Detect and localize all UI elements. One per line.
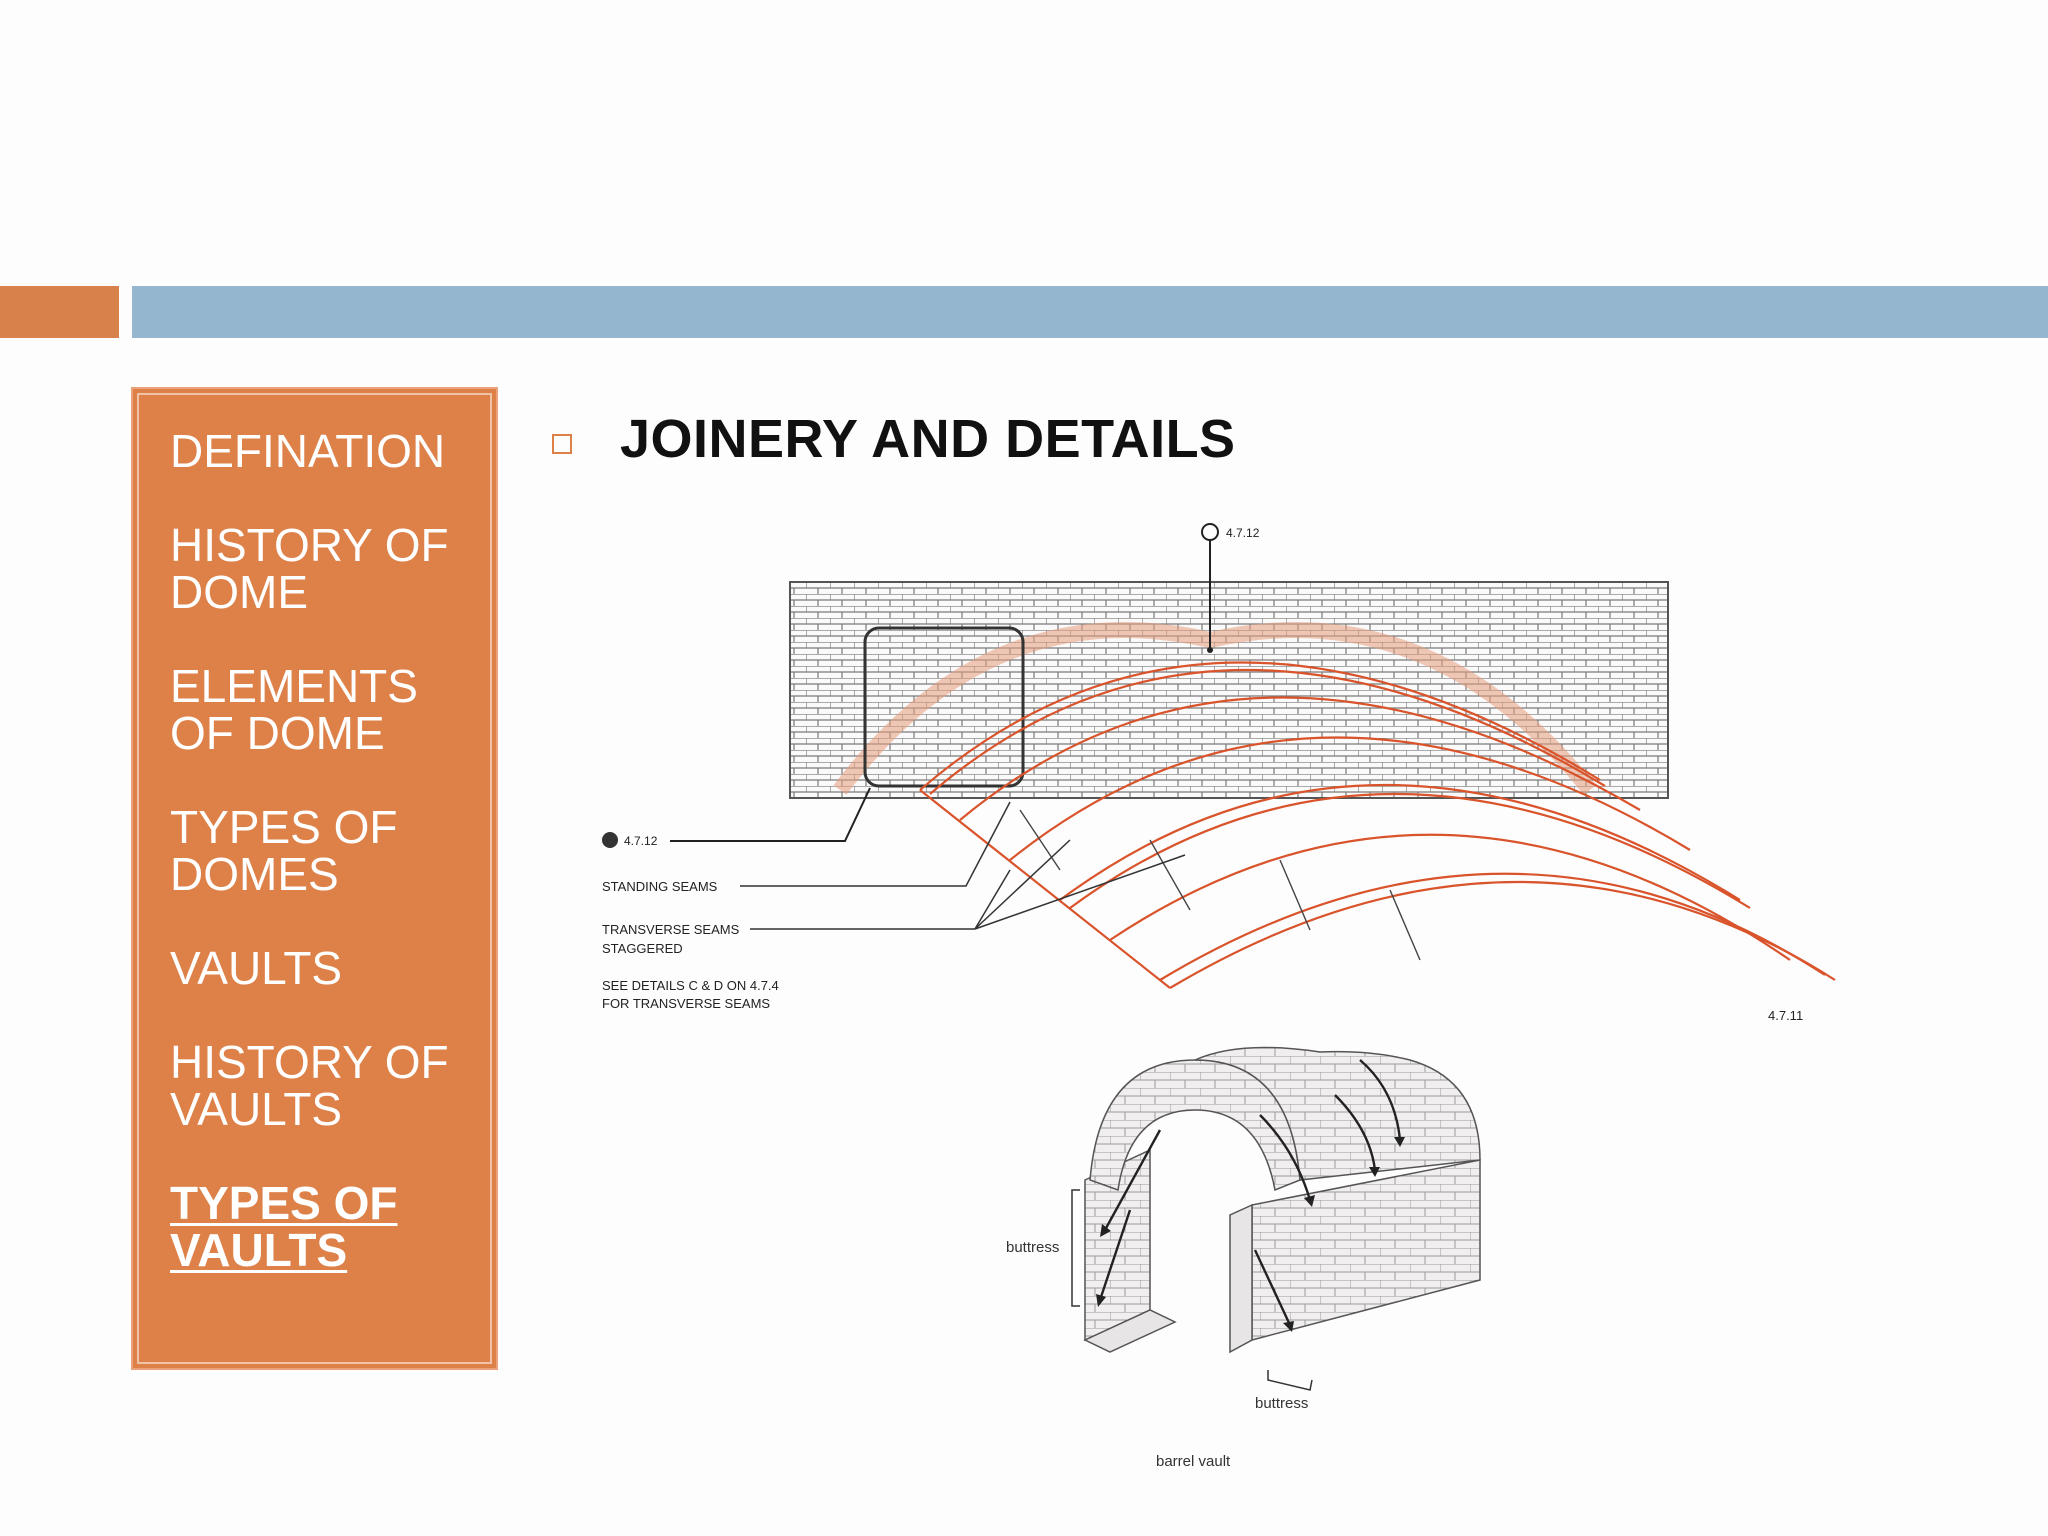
- sidebar-nav: DEFINATION HISTORY OF DOME ELEMENTS OF D…: [131, 387, 498, 1370]
- nav-item-types-of-domes[interactable]: TYPES OF DOMES: [170, 801, 398, 900]
- header-accent-blue: [132, 286, 2048, 338]
- label-buttress-left: buttress: [1006, 1239, 1059, 1256]
- joinery-arch-drawing: 4.7.12 4.7.12 STANDING SEAMS TRANSVERSE …: [602, 523, 1836, 1023]
- caption-barrel-vault: barrel vault: [1156, 1453, 1231, 1470]
- label-see-details: SEE DETAILS C & D ON 4.7.4: [602, 978, 779, 993]
- nav-item-history-of-dome[interactable]: HISTORY OF DOME: [170, 519, 449, 618]
- nav-item-history-of-vaults[interactable]: HISTORY OF VAULTS: [170, 1036, 449, 1135]
- callout-left-label: 4.7.12: [624, 834, 658, 848]
- label-standing-seams: STANDING SEAMS: [602, 879, 718, 894]
- nav-item-elements-of-dome[interactable]: ELEMENTS OF DOME: [170, 660, 418, 759]
- barrel-vault-drawing: buttress buttress barrel vault: [1006, 1046, 1481, 1470]
- label-transverse-seams: TRANSVERSE SEAMS: [602, 922, 740, 937]
- header-accent-orange: [0, 286, 119, 338]
- sidebar-nav-border: [137, 393, 492, 1364]
- nav-item-defination[interactable]: DEFINATION: [170, 425, 446, 477]
- label-for-transverse: FOR TRANSVERSE SEAMS: [602, 996, 770, 1011]
- nav-item-types-of-vaults[interactable]: TYPES OF VAULTS: [170, 1177, 398, 1276]
- label-buttress-bottom: buttress: [1255, 1395, 1308, 1412]
- figure-ref: 4.7.11: [1768, 1008, 1803, 1023]
- nav-item-vaults[interactable]: VAULTS: [170, 942, 343, 994]
- callout-top-label: 4.7.12: [1226, 526, 1260, 540]
- bullet-square-icon: [552, 434, 572, 454]
- brick-wall: [789, 581, 1669, 799]
- label-staggered: STAGGERED: [602, 941, 683, 956]
- slide-heading: JOINERY AND DETAILS: [620, 409, 1236, 469]
- detail-callout-box: [863, 626, 1025, 788]
